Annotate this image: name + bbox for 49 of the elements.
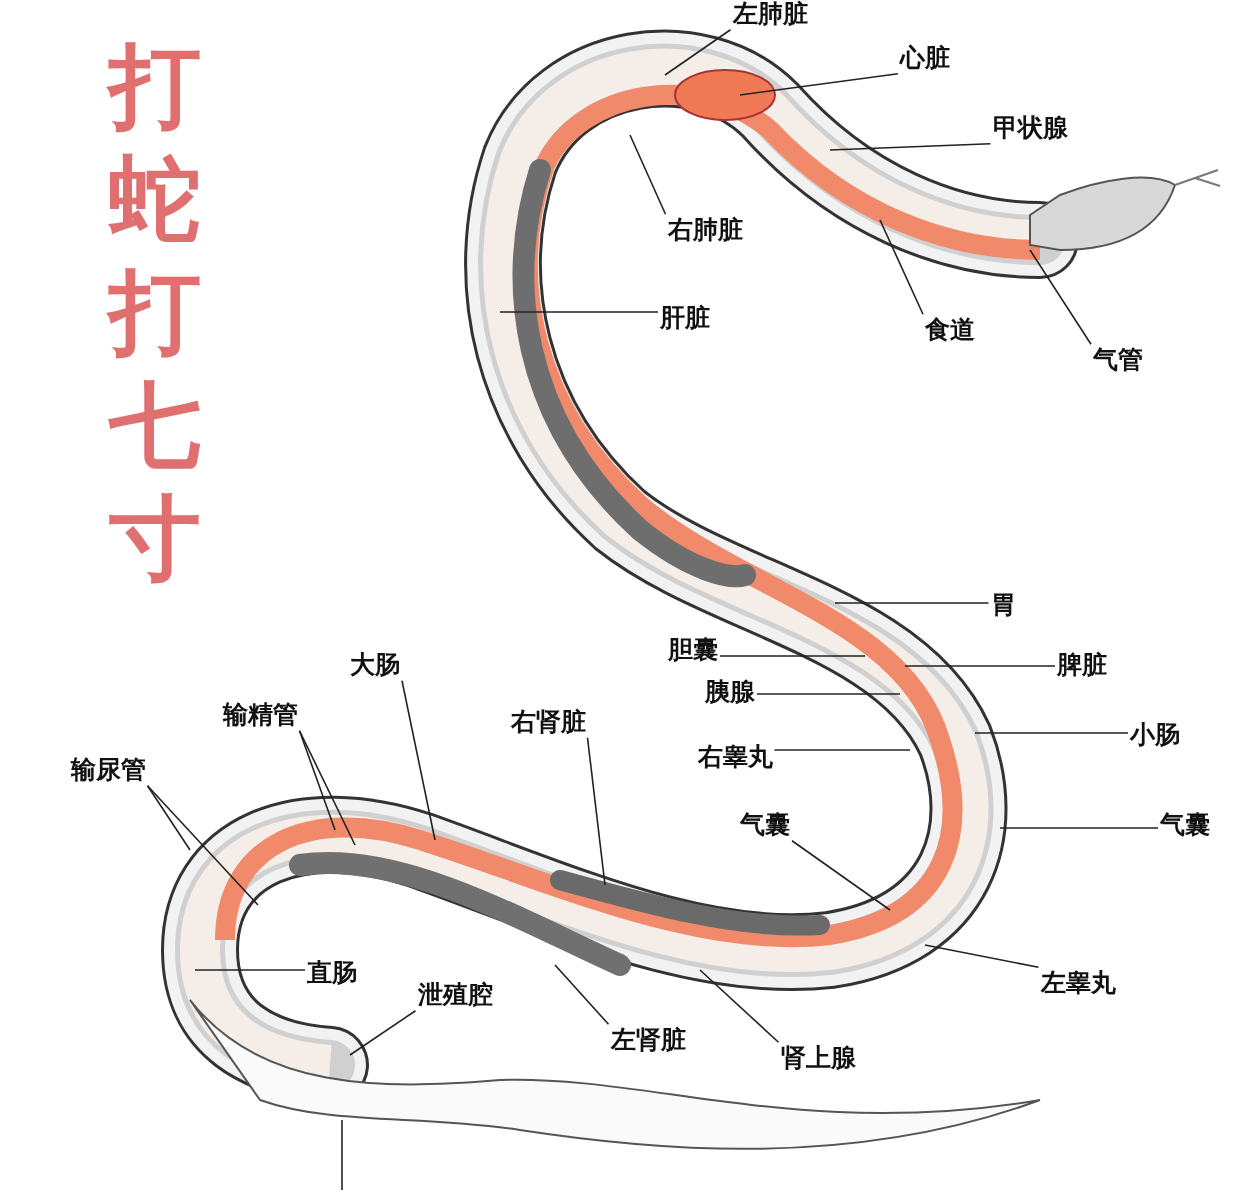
part-label: 左睾丸 <box>1040 969 1116 997</box>
part-label: 气囊 <box>1160 811 1210 839</box>
part-label: 胰腺 <box>705 678 755 706</box>
leader-line <box>629 134 667 216</box>
leader-line <box>791 839 891 911</box>
part-label: 胆囊 <box>668 636 718 664</box>
part-label: 心脏 <box>900 44 950 72</box>
leader-line <box>829 142 992 151</box>
leader-line <box>924 944 1040 969</box>
leader-line <box>834 602 990 604</box>
part-label: 右肾脏 <box>510 708 586 736</box>
leader-line <box>401 679 436 841</box>
leader-line <box>146 784 259 906</box>
part-label: 胃 <box>990 591 1016 619</box>
part-label: 气管 <box>1093 346 1143 374</box>
leader-line <box>756 693 901 695</box>
part-label: 肾上腺 <box>780 1044 856 1072</box>
part-label: 左肾脏 <box>610 1026 686 1054</box>
title: 打蛇打七寸 <box>105 30 205 595</box>
leader-line <box>664 28 732 76</box>
leader-line <box>719 655 866 657</box>
leader-line <box>586 736 606 886</box>
part-label: 直肠 <box>307 959 357 987</box>
part-label: 脾脏 <box>1057 651 1107 679</box>
part-label: 甲状腺 <box>992 114 1068 142</box>
leader-line <box>194 969 306 971</box>
part-label: 右肺脏 <box>667 216 743 244</box>
leader-line <box>739 72 899 96</box>
part-label: 输尿管 <box>70 756 146 784</box>
leader-line <box>1029 249 1092 346</box>
part-label: 肝脏 <box>660 304 710 332</box>
leader-line <box>499 311 659 313</box>
leader-line <box>699 969 780 1044</box>
part-label: 泄殖腔 <box>417 981 493 1009</box>
part-label: 大肠 <box>350 651 400 679</box>
part-label: 小肠 <box>1130 721 1180 749</box>
leader-line <box>999 827 1159 829</box>
leader-line <box>298 729 356 846</box>
part-label: 左肺脏 <box>732 0 808 28</box>
part-label: 气囊 <box>740 811 790 839</box>
leader-line <box>349 1009 417 1056</box>
leader-line <box>879 219 924 316</box>
part-label: 食道 <box>925 316 975 344</box>
leader-line <box>904 665 1056 667</box>
part-label: 输精管 <box>222 701 298 729</box>
part-label: 右睾丸 <box>697 743 773 771</box>
leader-line <box>974 732 1129 734</box>
leader-line <box>773 749 911 751</box>
leader-line <box>554 964 610 1026</box>
